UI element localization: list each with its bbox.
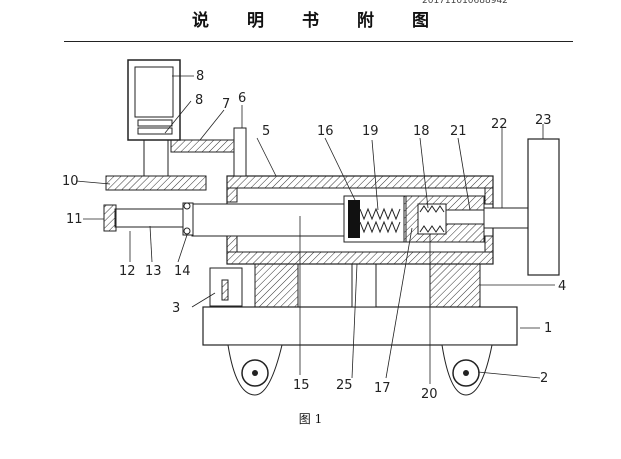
- label-22: 22: [491, 117, 508, 132]
- document-number: 201711010688942: [422, 0, 508, 6]
- label-11: 11: [66, 212, 83, 227]
- label-8-top: 8: [196, 69, 204, 84]
- output-shaft: [483, 138, 560, 276]
- label-23: 23: [535, 113, 552, 128]
- header-divider: [64, 41, 573, 42]
- control-panel: [209, 267, 243, 307]
- label-5: 5: [262, 124, 270, 139]
- spring-chamber: [343, 195, 485, 243]
- label-18: 18: [413, 124, 430, 139]
- label-25: 25: [336, 378, 353, 393]
- part-labels: 1 2 3 4 5 6 7 8 8 10 11 12 13 14 15 16 1…: [62, 69, 566, 402]
- label-19: 19: [362, 124, 379, 139]
- piston-rod: [103, 202, 345, 237]
- label-2: 2: [540, 371, 548, 386]
- label-15: 15: [293, 378, 310, 393]
- label-17: 17: [374, 381, 391, 396]
- label-20: 20: [421, 387, 438, 402]
- label-7: 7: [222, 97, 230, 112]
- leader-lines: [75, 75, 555, 384]
- label-16: 16: [317, 124, 334, 139]
- label-6: 6: [238, 91, 246, 106]
- label-14: 14: [174, 264, 191, 279]
- label-4: 4: [558, 279, 566, 294]
- motor-box: [127, 59, 181, 141]
- support-blocks: [254, 263, 481, 308]
- page-title: 说明书附图: [192, 11, 467, 31]
- label-21: 21: [450, 124, 467, 139]
- base-plate: [202, 306, 518, 346]
- figure-caption: 图 1: [298, 412, 323, 426]
- left-bracket: [105, 127, 247, 191]
- label-10: 10: [62, 174, 79, 189]
- label-3: 3: [172, 301, 180, 316]
- label-13: 13: [145, 264, 162, 279]
- label-8-bottom: 8: [195, 93, 203, 108]
- label-1: 1: [544, 321, 552, 336]
- label-12: 12: [119, 264, 136, 279]
- wheels: [227, 344, 493, 396]
